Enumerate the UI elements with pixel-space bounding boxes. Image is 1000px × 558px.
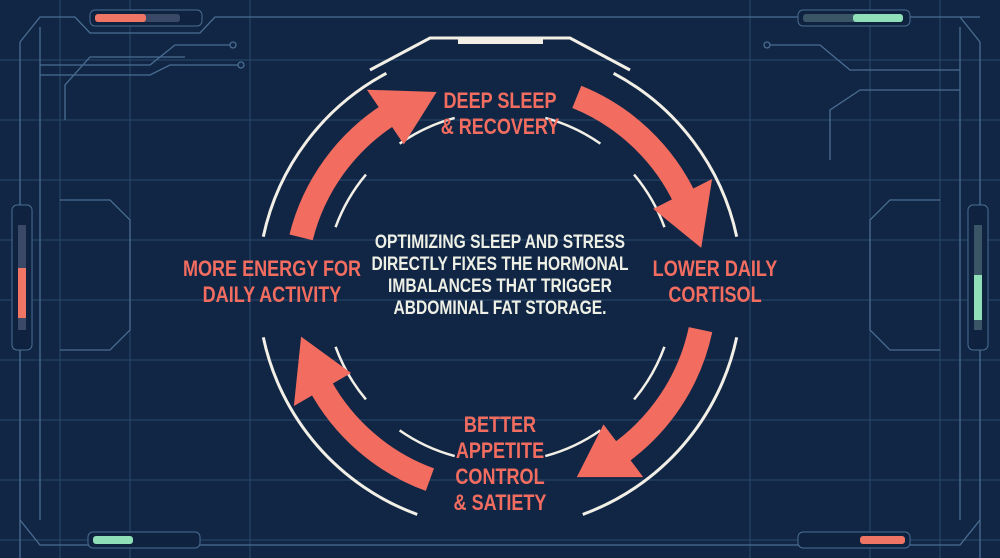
label-line: CONTROL [455, 464, 545, 489]
ring-inner-arc [544, 116, 602, 145]
bottom-left-indicator [87, 531, 201, 549]
ring-inner-arc [334, 346, 367, 401]
top-tab-highlight [458, 38, 543, 44]
arrow-body [572, 85, 697, 206]
label-line: CORTISOL [668, 282, 762, 307]
cycle-ring [261, 72, 739, 516]
ring-inner-arc [334, 173, 367, 228]
arrow-body [308, 377, 435, 491]
bottom-right-indicator [797, 531, 911, 549]
circuit-traces [19, 16, 981, 558]
arrow-head-icon [653, 178, 713, 248]
label-lower-cortisol: LOWER DAILY CORTISOL [633, 256, 797, 308]
label-deep-sleep: DEEP SLEEP & RECOVERY [418, 88, 582, 140]
ring-inner-arc [544, 429, 602, 458]
arrow-head-icon [293, 336, 352, 406]
center-line: DIRECTLY FIXES THE HORMONAL [371, 254, 629, 275]
center-line: ABDOMINAL FAT STORAGE. [393, 298, 607, 319]
label-line: & RECOVERY [440, 114, 560, 139]
left-gauge [11, 204, 33, 351]
ring-inner-arc [633, 346, 666, 401]
center-line: OPTIMIZING SLEEP AND STRESS [374, 232, 626, 253]
right-gauge [967, 204, 989, 351]
label-line: DEEP SLEEP [443, 88, 557, 113]
ring-inner-arc [633, 173, 666, 228]
label-line: MORE ENERGY FOR [182, 256, 362, 281]
arrow-head-icon [576, 424, 644, 478]
arrow-head-icon [366, 89, 437, 145]
label-line: DAILY ACTIVITY [202, 282, 342, 307]
center-message: OPTIMIZING SLEEP AND STRESS DIRECTLY FIX… [361, 232, 640, 320]
cycle-arrows [289, 85, 713, 491]
top-right-indicator [797, 9, 911, 27]
arrow-body [289, 102, 398, 241]
ring-outer-arc [582, 337, 739, 516]
ring-inner-arc [398, 429, 456, 458]
label-line: & SATIETY [453, 490, 547, 515]
center-line: IMBALANCES THAT TRIGGER [388, 276, 612, 297]
ring-outer-arc [612, 72, 739, 237]
label-appetite-control: BETTER APPETITE CONTROL & SATIETY [418, 412, 582, 516]
top-left-indicator [89, 9, 203, 27]
arrow-body [610, 326, 713, 465]
ring-outer-arc [261, 337, 418, 516]
label-line: BETTER [463, 412, 537, 437]
ring-outer-arc [261, 72, 388, 237]
label-line: LOWER DAILY [652, 256, 778, 281]
label-more-energy: MORE ENERGY FOR DAILY ACTIVITY [182, 256, 362, 308]
label-line: APPETITE [455, 438, 545, 463]
